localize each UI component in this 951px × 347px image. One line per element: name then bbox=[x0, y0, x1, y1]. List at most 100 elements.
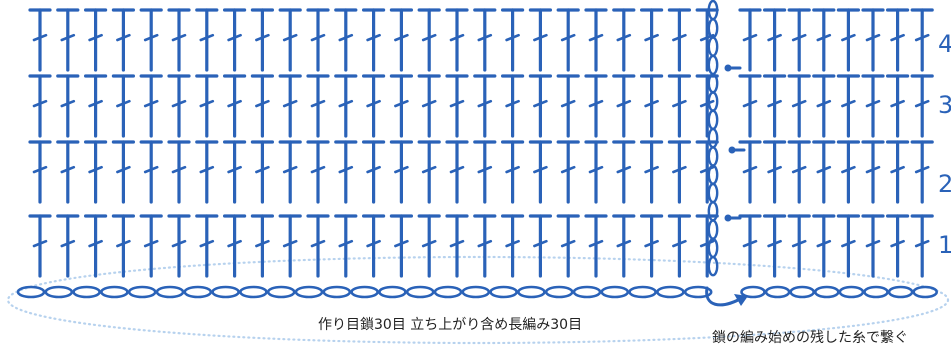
double-crochet-left-r3-c25 bbox=[695, 74, 719, 138]
base-chain-left-16 bbox=[433, 285, 463, 299]
turning-chain-3 bbox=[707, 36, 719, 57]
double-crochet-right-r1-c7 bbox=[885, 214, 910, 278]
double-crochet-left-r2-c14 bbox=[389, 140, 413, 204]
double-crochet-left-r3-c7 bbox=[195, 74, 219, 138]
double-crochet-left-r1-c4 bbox=[111, 214, 135, 278]
base-chain-left-24 bbox=[656, 285, 685, 299]
double-crochet-left-r3-c24 bbox=[667, 74, 692, 138]
double-crochet-right-r2-c7 bbox=[885, 140, 910, 204]
row-number-2: 2 bbox=[938, 170, 951, 198]
base-chain-right-3 bbox=[789, 285, 816, 299]
double-crochet-right-r4-c7 bbox=[885, 8, 910, 72]
double-crochet-left-r2-c15 bbox=[417, 140, 441, 204]
double-crochet-left-r3-c9 bbox=[250, 74, 274, 138]
base-chain-left-18 bbox=[489, 285, 518, 299]
double-crochet-left-r3-c20 bbox=[556, 74, 580, 138]
double-crochet-left-r2-c3 bbox=[83, 140, 108, 204]
turning-chain-9 bbox=[707, 146, 719, 167]
double-crochet-left-r1-c8 bbox=[223, 214, 247, 278]
double-crochet-right-r2-c4 bbox=[812, 140, 836, 204]
base-chain-right-8 bbox=[912, 285, 939, 299]
double-crochet-left-r2-c1 bbox=[28, 140, 52, 204]
double-crochet-left-r2-c13 bbox=[362, 140, 386, 204]
double-crochet-left-r4-c5 bbox=[139, 8, 163, 72]
turning-chain-12 bbox=[707, 201, 719, 222]
double-crochet-left-r2-c24 bbox=[667, 140, 692, 204]
turning-chain-13 bbox=[707, 219, 719, 240]
double-crochet-left-r1-c19 bbox=[528, 214, 553, 278]
base-chain-left-3 bbox=[72, 285, 101, 299]
double-crochet-left-r1-c24 bbox=[667, 214, 692, 278]
double-crochet-left-r2-c18 bbox=[501, 140, 525, 204]
base-chain-left-5 bbox=[127, 285, 157, 299]
double-crochet-left-r1-c25 bbox=[695, 214, 719, 278]
base-chain-left-21 bbox=[572, 285, 602, 299]
double-crochet-left-r1-c21 bbox=[584, 214, 608, 278]
double-crochet-left-r1-c9 bbox=[250, 214, 274, 278]
double-crochet-right-r4-c1 bbox=[738, 8, 762, 72]
double-crochet-right-r1-c3 bbox=[787, 214, 811, 278]
base-chain-left-23 bbox=[628, 285, 657, 299]
base-chain-left-22 bbox=[600, 285, 630, 299]
double-crochet-left-r2-c21 bbox=[584, 140, 608, 204]
double-crochet-left-r3-c2 bbox=[56, 74, 80, 138]
join-round-dotted-loop bbox=[6, 255, 950, 345]
double-crochet-left-r1-c17 bbox=[473, 214, 497, 278]
double-crochet-left-r3-c13 bbox=[362, 74, 386, 138]
double-crochet-right-r4-c2 bbox=[762, 8, 787, 72]
double-crochet-right-r4-c6 bbox=[861, 8, 885, 72]
double-crochet-left-r2-c9 bbox=[250, 140, 274, 204]
double-crochet-left-r1-c22 bbox=[612, 214, 636, 278]
base-chain-right-1 bbox=[740, 285, 766, 299]
double-crochet-right-r3-c5 bbox=[836, 74, 861, 138]
double-crochet-right-r3-c6 bbox=[861, 74, 885, 138]
double-crochet-left-r1-c13 bbox=[362, 214, 386, 278]
double-crochet-right-r2-c6 bbox=[861, 140, 885, 204]
base-chain-left-19 bbox=[517, 285, 546, 299]
double-crochet-left-r3-c1 bbox=[28, 74, 52, 138]
turning-chain-15 bbox=[707, 256, 719, 277]
double-crochet-right-r4-c8 bbox=[910, 8, 934, 72]
double-crochet-left-r2-c2 bbox=[56, 140, 80, 204]
double-crochet-right-r3-c2 bbox=[762, 74, 787, 138]
double-crochet-left-r3-c14 bbox=[389, 74, 413, 138]
double-crochet-left-r1-c16 bbox=[445, 214, 469, 278]
double-crochet-left-r4-c6 bbox=[167, 8, 191, 72]
double-crochet-left-r4-c3 bbox=[83, 8, 108, 72]
base-chain-right-5 bbox=[838, 285, 865, 299]
double-crochet-left-r2-c23 bbox=[639, 140, 664, 204]
double-crochet-left-r1-c6 bbox=[167, 214, 191, 278]
double-crochet-left-r3-c17 bbox=[473, 74, 497, 138]
double-crochet-left-r3-c18 bbox=[501, 74, 525, 138]
join-note-label: 鎖の編み始めの残した糸で繋ぐ bbox=[712, 330, 908, 346]
base-chain-right-7 bbox=[887, 285, 914, 299]
double-crochet-left-r4-c23 bbox=[639, 8, 664, 72]
double-crochet-right-r4-c3 bbox=[787, 8, 811, 72]
double-crochet-right-r1-c2 bbox=[762, 214, 787, 278]
double-crochet-left-r4-c14 bbox=[389, 8, 413, 72]
double-crochet-right-r2-c8 bbox=[910, 140, 934, 204]
double-crochet-left-r1-c1 bbox=[28, 214, 52, 278]
double-crochet-right-r4-c5 bbox=[836, 8, 861, 72]
double-crochet-left-r3-c16 bbox=[445, 74, 469, 138]
double-crochet-left-r2-c25 bbox=[695, 140, 719, 204]
double-crochet-right-r3-c3 bbox=[787, 74, 811, 138]
double-crochet-left-r2-c19 bbox=[528, 140, 553, 204]
double-crochet-left-r1-c10 bbox=[278, 214, 302, 278]
base-chain-left-7 bbox=[183, 285, 213, 299]
double-crochet-right-r3-c1 bbox=[738, 74, 762, 138]
double-crochet-left-r2-c6 bbox=[167, 140, 191, 204]
base-chain-left-14 bbox=[378, 285, 407, 299]
double-crochet-left-r2-c5 bbox=[139, 140, 163, 204]
double-crochet-left-r3-c8 bbox=[223, 74, 247, 138]
join-arrow-head bbox=[734, 294, 748, 306]
base-chain-left-15 bbox=[405, 285, 435, 299]
double-crochet-left-r3-c11 bbox=[306, 74, 330, 138]
double-crochet-left-r3-c19 bbox=[528, 74, 553, 138]
turning-chain-8 bbox=[707, 127, 719, 149]
base-chain-left-9 bbox=[239, 285, 268, 299]
double-crochet-left-r2-c4 bbox=[111, 140, 135, 204]
double-crochet-left-r3-c5 bbox=[139, 74, 163, 138]
double-crochet-right-r1-c6 bbox=[861, 214, 885, 278]
